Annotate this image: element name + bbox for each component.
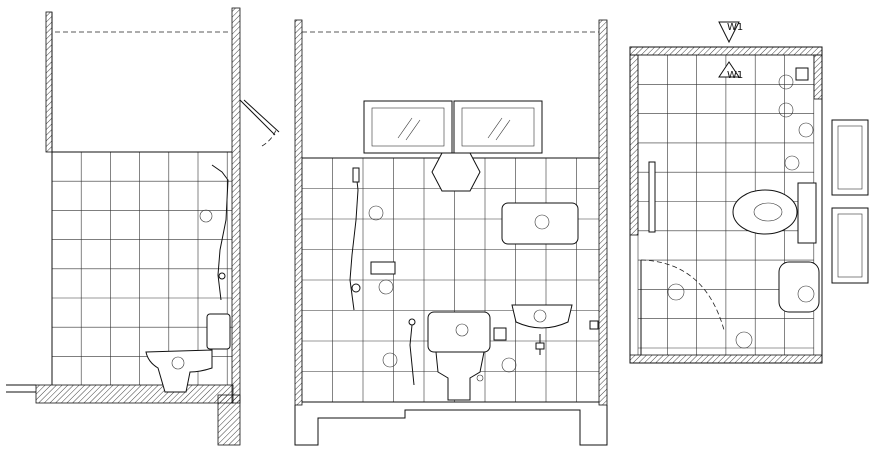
window-right (453, 100, 543, 154)
left-toilet-bowl (145, 349, 213, 393)
middle-basin (511, 304, 573, 329)
left-shower-hose (211, 164, 229, 301)
plan-window-lower (831, 207, 869, 284)
hexagon-light (431, 152, 481, 192)
left-toilet-tank (206, 313, 231, 350)
plan-view: W1 W1 (629, 21, 869, 364)
middle-shower-hose (349, 171, 359, 311)
left-elevation (6, 7, 280, 446)
section-marker-top (718, 21, 740, 44)
middle-elevation (294, 19, 608, 446)
plan-window-upper (831, 119, 869, 196)
window-left (363, 100, 453, 154)
mirror (501, 202, 579, 245)
right-wall-column (231, 7, 241, 404)
plan-toilet-bowl (732, 189, 798, 235)
left-wall-column (45, 11, 53, 153)
left-floor-slab (35, 384, 234, 404)
section-marker-inner (718, 61, 740, 78)
middle-left-wall (294, 19, 303, 406)
middle-toilet-bowl (435, 351, 485, 401)
door-swing (640, 259, 725, 331)
left-elevation-tile-grid (51, 151, 232, 385)
plan-basin (778, 261, 820, 313)
middle-toilet-tank (427, 311, 491, 353)
soap-dish (370, 261, 396, 275)
plan-toilet-tank (797, 182, 817, 244)
middle-right-wall (598, 19, 608, 406)
marker-inner-label: W1 (727, 70, 743, 81)
marker-top-label: W1 (727, 22, 743, 33)
middle-floor-outline (294, 405, 608, 446)
